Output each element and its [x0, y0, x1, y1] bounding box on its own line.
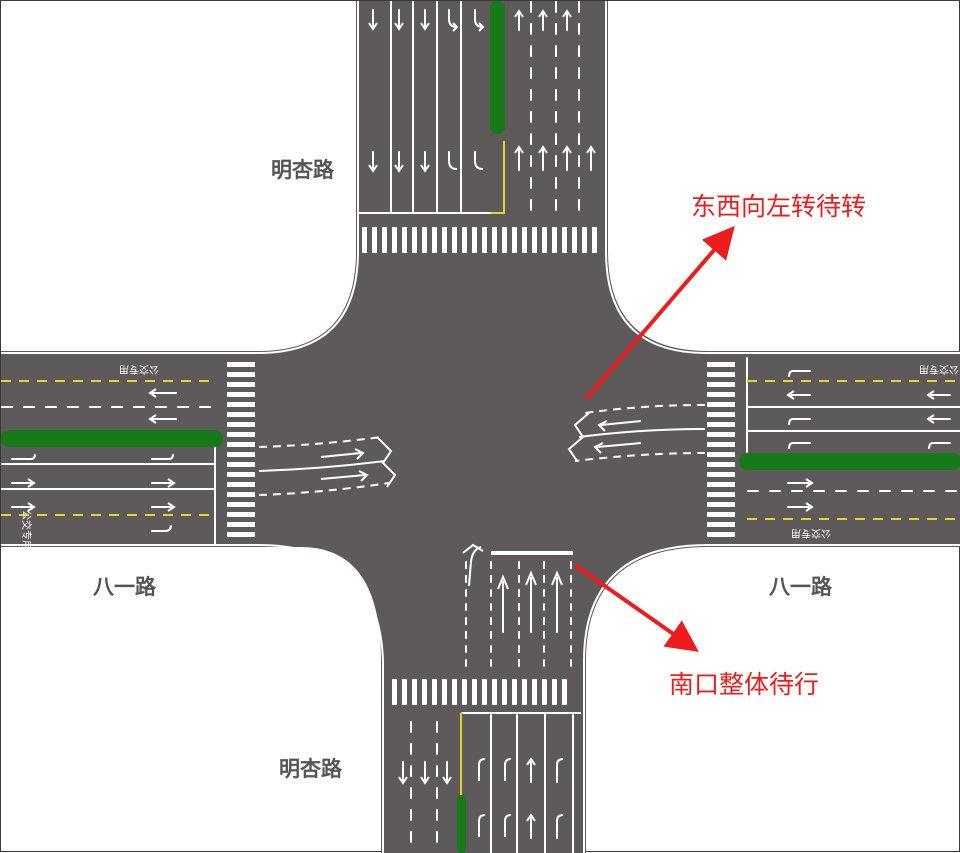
east-lane-lines: [746, 357, 960, 520]
west-lane-lines: [1, 380, 216, 545]
east-left-turn-waiting-zone: [567, 404, 706, 462]
bus-lane-marking-east-bottom: 公交专用: [791, 527, 831, 538]
callout-left-turn-waiting: 东西向左转待转: [691, 192, 867, 221]
west-median: [1, 430, 223, 447]
road-label-mingxing-north: 明杏路: [271, 158, 334, 182]
callout-south-waiting: 南口整体待行: [669, 670, 820, 699]
road-label-mingxing-south: 明杏路: [279, 757, 342, 781]
west-crosswalk: [227, 359, 255, 541]
bus-lane-marking-west-top: 公交专用: [119, 363, 159, 374]
east-crosswalk: [707, 359, 735, 541]
north-median: [490, 1, 505, 134]
north-lane-lines: [358, 1, 580, 214]
road-label-bayi-west: 八一路: [93, 575, 156, 599]
east-lane-arrows: [786, 370, 951, 512]
south-lane-lines: [410, 551, 581, 853]
east-median: [739, 453, 960, 470]
south-median: [457, 795, 466, 853]
south-crosswalk: [389, 679, 569, 705]
west-left-turn-waiting-zone: [258, 436, 397, 496]
north-lane-arrows: [368, 9, 596, 173]
bus-lane-marking-west-bottom: 公交专用: [20, 510, 31, 550]
north-crosswalk: [361, 227, 597, 253]
callout-arrows: [573, 225, 735, 652]
bus-lane-marking-east-top: 公交专用: [919, 363, 959, 374]
west-lane-arrows: [11, 388, 177, 532]
arrow-to-left-turn-zone: [584, 225, 735, 401]
road-label-bayi-east: 八一路: [769, 575, 832, 599]
arrow-to-south-zone: [573, 563, 699, 652]
south-waiting-zone-arrows: [398, 543, 564, 839]
